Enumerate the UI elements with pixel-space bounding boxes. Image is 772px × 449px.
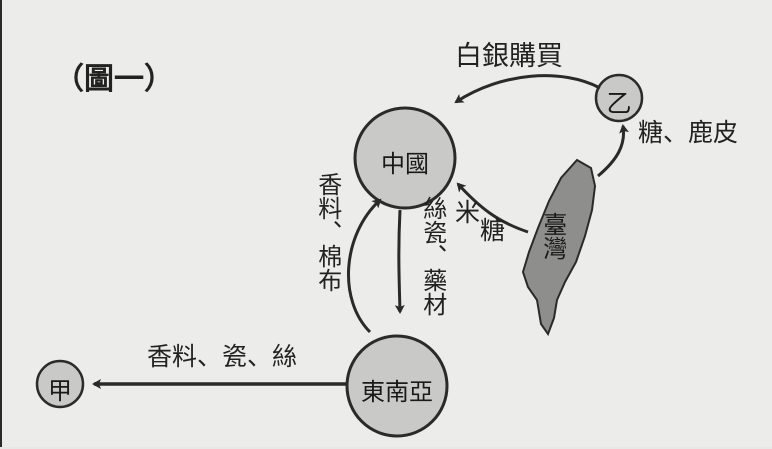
- figure-title: （圖一）: [54, 62, 174, 97]
- china-node: [353, 106, 457, 210]
- yi-node: [594, 73, 644, 123]
- southeast-asia-label: 東南亞: [361, 378, 433, 406]
- sugar-deerskin-label: 糖、鹿皮: [638, 118, 739, 147]
- taiwan-label: 臺灣: [538, 212, 567, 260]
- arrow-yi-to-china: [454, 74, 601, 104]
- arrow-china-to-sea: [394, 209, 405, 314]
- spice-cotton-label: 香料、棉布: [313, 172, 342, 292]
- taiwan-island: [521, 158, 597, 337]
- silk-porcelain-medicine-label: 絲瓷、藥材: [418, 196, 447, 316]
- china-label: 中國: [381, 150, 429, 178]
- spice-porcelain-silk-label: 香料、瓷、絲: [147, 342, 298, 371]
- rice-label: 米: [455, 198, 481, 227]
- southeast-asia-node: [345, 334, 449, 438]
- jia-node: [35, 359, 85, 409]
- jia-label: 甲: [48, 377, 72, 405]
- arrow-taiwan-to-china: [456, 182, 529, 234]
- arrow-sea-to-china: [347, 198, 382, 334]
- sugar-label: 糖: [480, 216, 506, 245]
- yi-label: 乙: [606, 89, 632, 118]
- silver-purchase-label: 白銀購買: [455, 41, 563, 72]
- arrow-taiwan-to-yi: [597, 124, 630, 178]
